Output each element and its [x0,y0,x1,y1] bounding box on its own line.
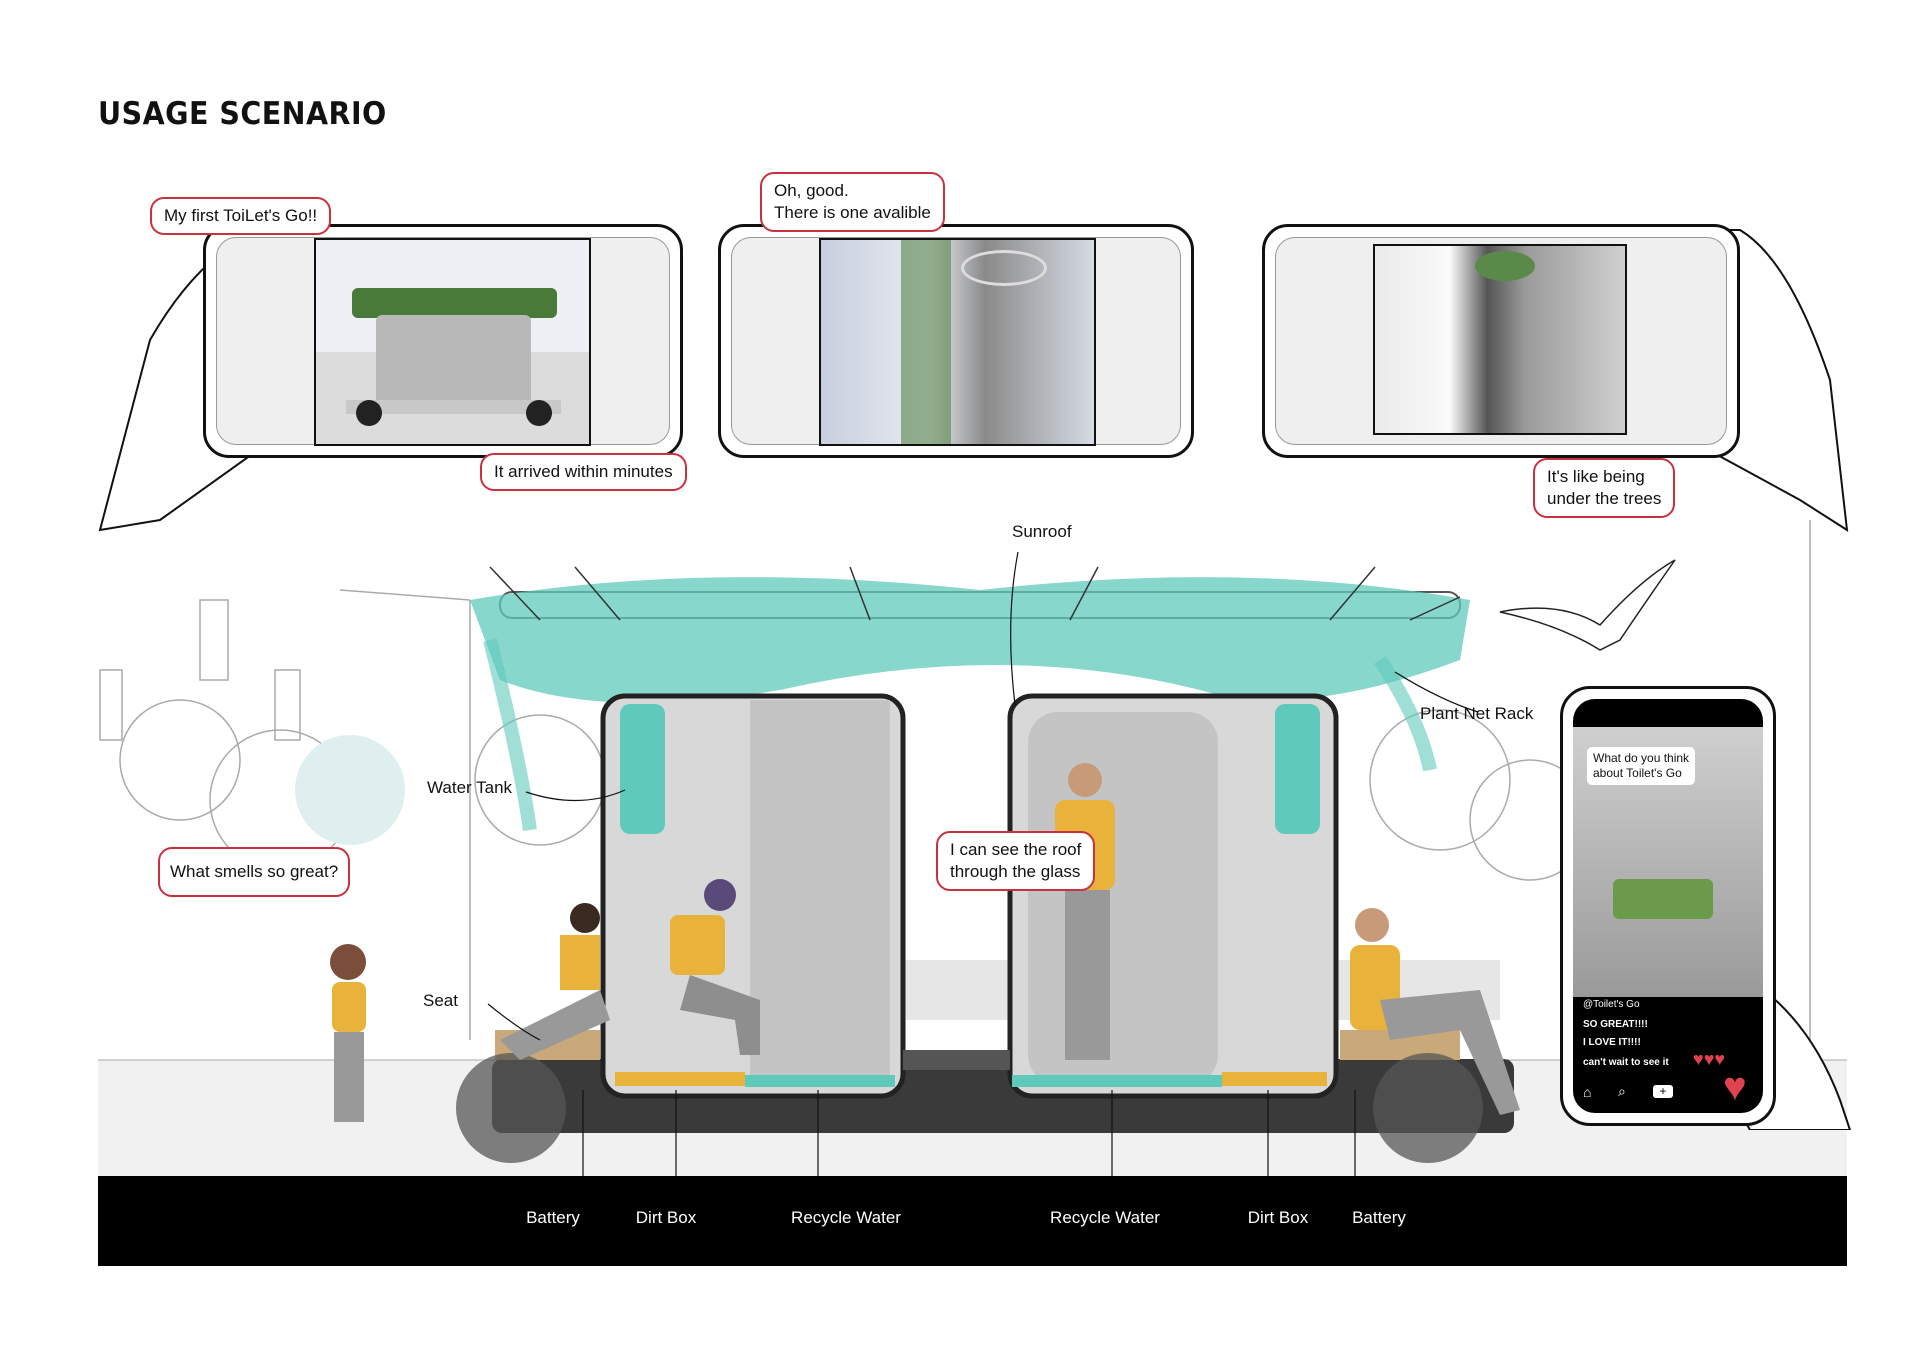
bird-icon [1499,559,1676,651]
speech-bubble-arrived: It arrived within minutes [480,453,687,491]
speech-bubble-first: My first ToiLet's Go!! [150,197,332,235]
comment: I LOVE IT!!!! [1583,1037,1641,1048]
label-recycle-water-right: Recycle Water [1050,1208,1160,1227]
question-line: What do you think [1593,751,1690,765]
label-battery-right: Battery [1352,1208,1406,1227]
home-icon[interactable]: ⌂ [1583,1084,1592,1100]
speech-bubble-smells: What smells so great? [158,847,351,897]
wheel-left [456,1053,566,1163]
label-plant-net-rack: Plant Net Rack [1420,704,1534,723]
label-battery-left: Battery [526,1208,580,1227]
video-question: What do you think about Toilet's Go [1587,747,1696,785]
social-media-phone: What do you think about Toilet's Go @Toi… [1560,686,1776,1126]
label-recycle-water-left: Recycle Water [791,1208,901,1227]
account-handle: @Toilet's Go [1583,999,1640,1010]
label-sunroof: Sunroof [1012,522,1072,541]
bubble-line: Oh, good. [774,181,849,200]
label-dirt-box-right: Dirt Box [1247,1208,1309,1227]
heart-icon: ♥ [1723,1065,1747,1109]
plant-net-rack [470,566,1470,831]
bubble-line: There is one avalible [774,203,931,222]
wheel-right [1373,1053,1483,1163]
speech-bubble-roof: I can see the roof through the glass [936,831,1096,891]
add-post-button[interactable]: + [1653,1085,1673,1098]
label-dirt-box-left: Dirt Box [635,1208,697,1227]
bubble-line: through the glass [950,862,1081,881]
bubble-line: under the trees [1547,489,1662,508]
comment: can't wait to see it [1583,1057,1669,1068]
speech-bubble-available: Oh, good. There is one avalible [760,172,945,232]
page-title: USAGE SCENARIO [98,96,387,132]
photo-vehicle-arrival [314,238,591,446]
teal-tree [295,735,405,845]
question-line: about Toilet's Go [1593,766,1682,780]
speech-bubble-trees: It's like being under the trees [1533,458,1676,518]
photo-interior-glass [819,238,1096,446]
bubble-line: It's like being [1547,467,1645,486]
search-icon[interactable]: ⌕ [1618,1083,1626,1099]
people [330,763,1520,1122]
comment: SO GREAT!!!! [1583,1019,1648,1030]
label-water-tank: Water Tank [427,778,513,797]
label-seat: Seat [423,991,458,1010]
component-label-band [98,1176,1847,1266]
bubble-line: I can see the roof [950,840,1082,859]
photo-sunroof-view [1373,244,1627,435]
heart-icons: ♥♥♥ [1693,1049,1726,1069]
